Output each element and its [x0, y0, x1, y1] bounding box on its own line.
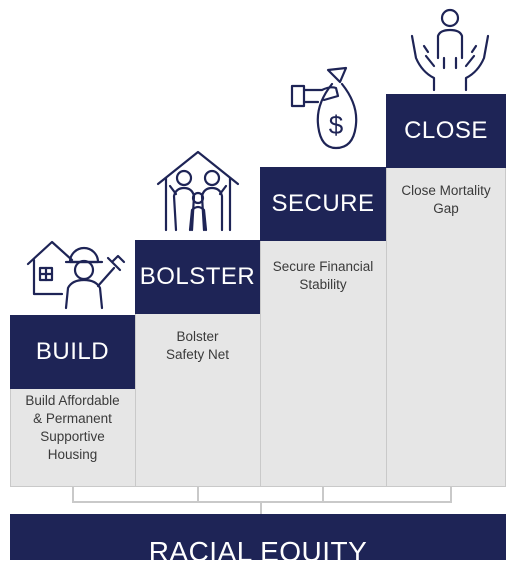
- close-description: Close Mortality Gap: [401, 183, 491, 216]
- build-description: Build Affordable & Permanent Supportive …: [25, 393, 120, 462]
- racial-equity-banner: RACIAL EQUITY: [10, 514, 506, 567]
- connector-bracket: [72, 487, 452, 503]
- secure-header: SECURE: [260, 167, 386, 241]
- close-header: CLOSE: [386, 94, 506, 168]
- svg-text:$: $: [329, 110, 344, 140]
- secure-description: Secure Financial Stability: [272, 259, 374, 292]
- racial-equity-label: RACIAL EQUITY: [148, 536, 368, 567]
- connector-tick: [322, 487, 324, 501]
- connector-stem: [260, 501, 262, 514]
- family-house-icon: [152, 146, 244, 234]
- bolster-description: Bolster Safety Net: [165, 329, 230, 362]
- build-header: BUILD: [10, 315, 135, 389]
- person-hands-icon: [408, 6, 492, 92]
- connector-tick: [197, 487, 199, 501]
- money-bag-hand-icon: $: [288, 64, 366, 156]
- bolster-header: BOLSTER: [135, 240, 260, 314]
- house-construction-worker-icon: [22, 232, 126, 310]
